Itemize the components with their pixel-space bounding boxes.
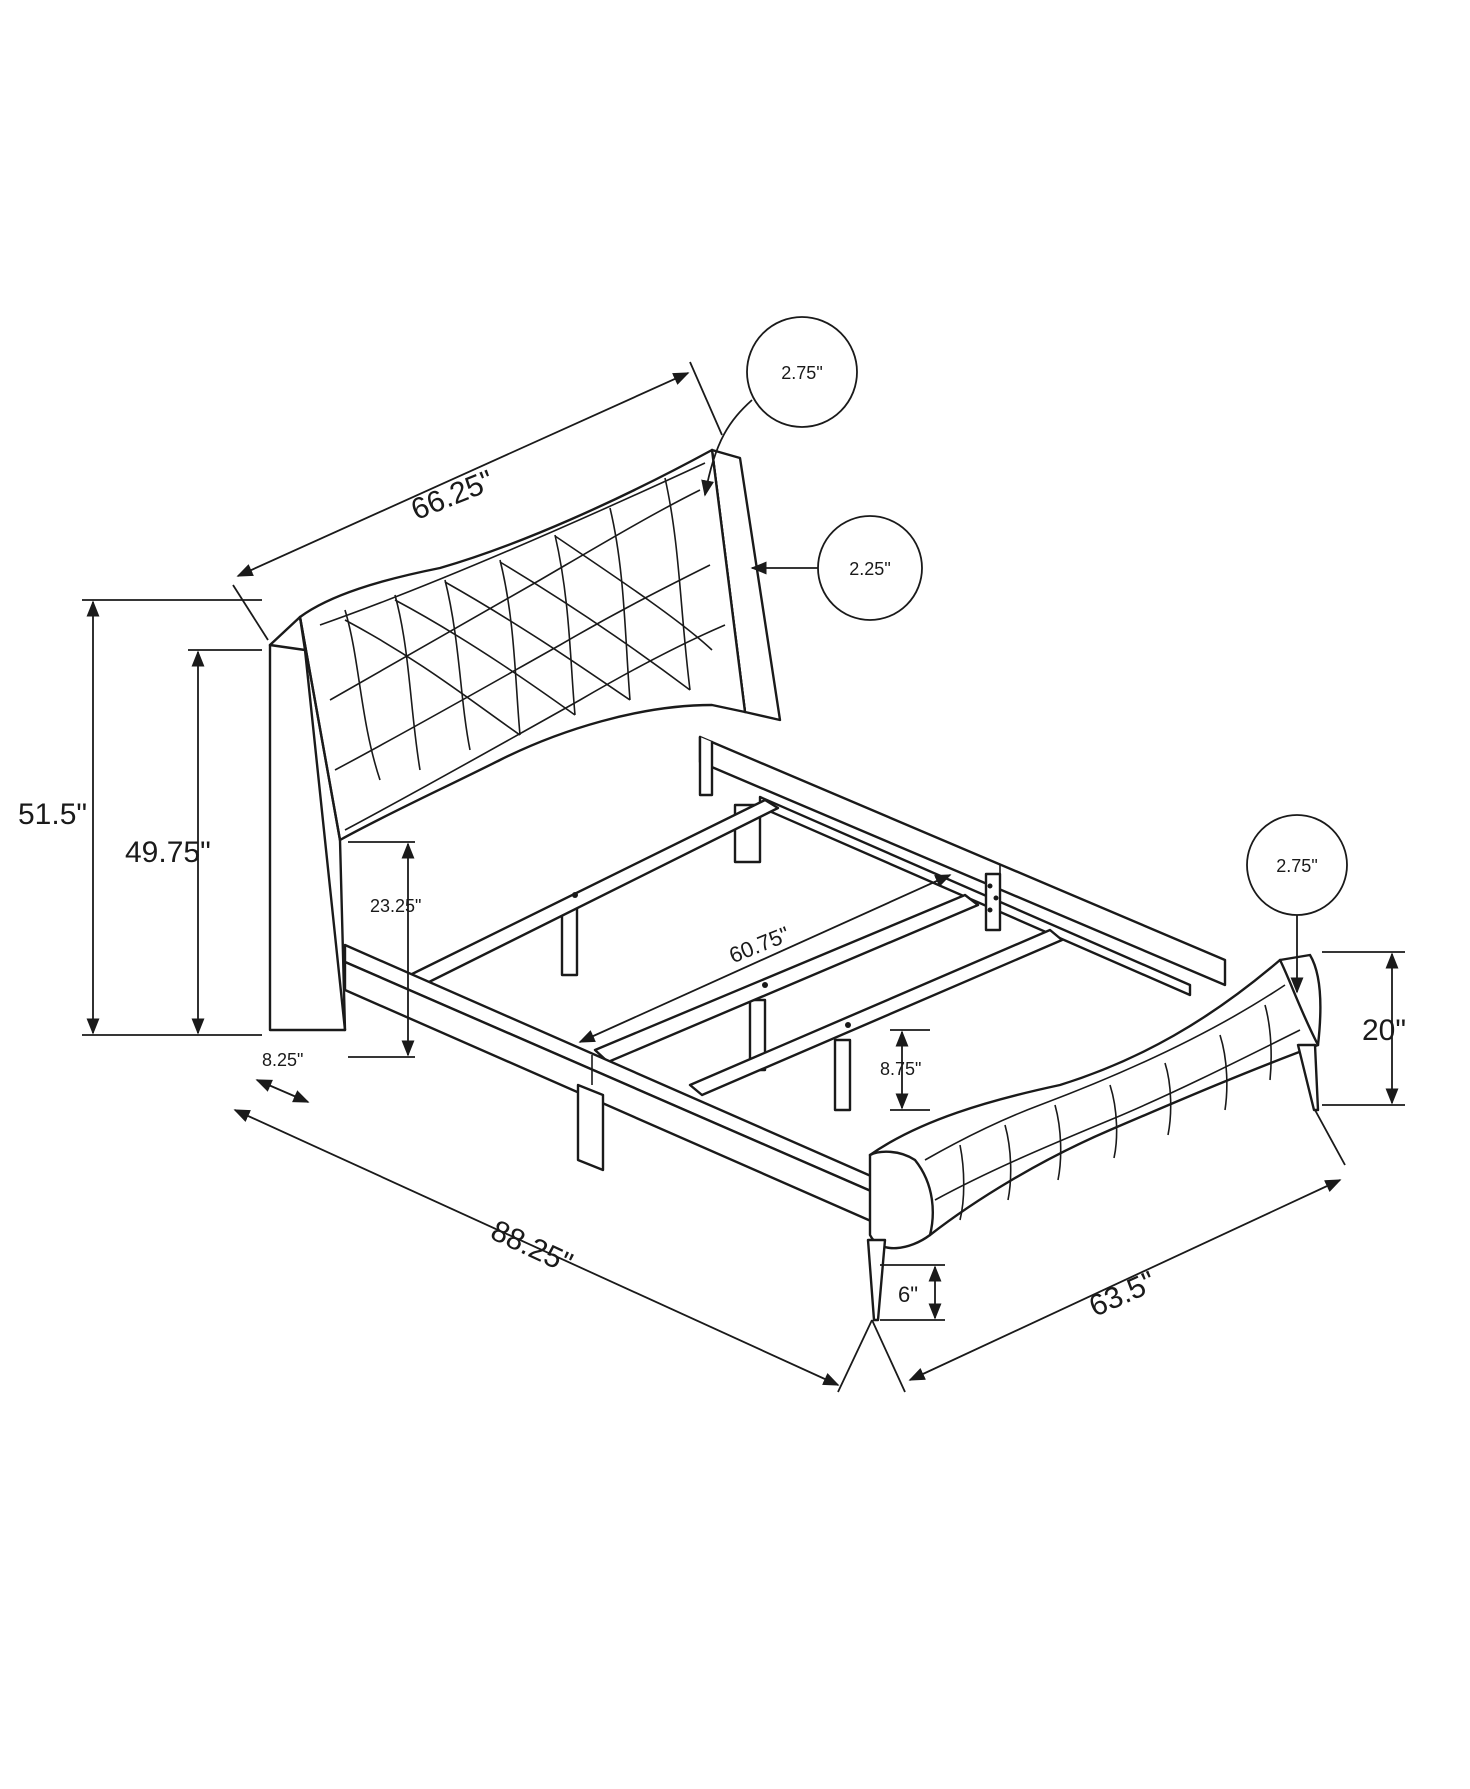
label-wing-depth: 8.25": [262, 1050, 303, 1070]
label-wing-height: 49.75": [125, 836, 211, 869]
center-rail: [758, 795, 1192, 997]
label-leg-height: 6": [898, 1282, 918, 1307]
right-side-rail: [698, 735, 1227, 987]
bed-frame: [268, 448, 1322, 1322]
dimension-lines: [82, 316, 1405, 1393]
label-overall-height: 51.5": [18, 798, 87, 831]
label-footboard-thickness: 2.75": [1276, 856, 1317, 876]
label-wing-thickness: 2.25": [849, 559, 890, 579]
label-footboard-height: 20": [1362, 1014, 1406, 1047]
label-slat-clearance: 8.75": [880, 1059, 921, 1079]
left-side-rail: [343, 943, 882, 1227]
label-overall-length: 88.25": [486, 1214, 578, 1280]
label-overall-width: 63.5": [1084, 1265, 1160, 1323]
label-rail-clearance: 23.25": [370, 896, 421, 916]
label-headboard-thickness: 2.75": [781, 363, 822, 383]
label-headboard-width: 66.25": [407, 464, 499, 527]
